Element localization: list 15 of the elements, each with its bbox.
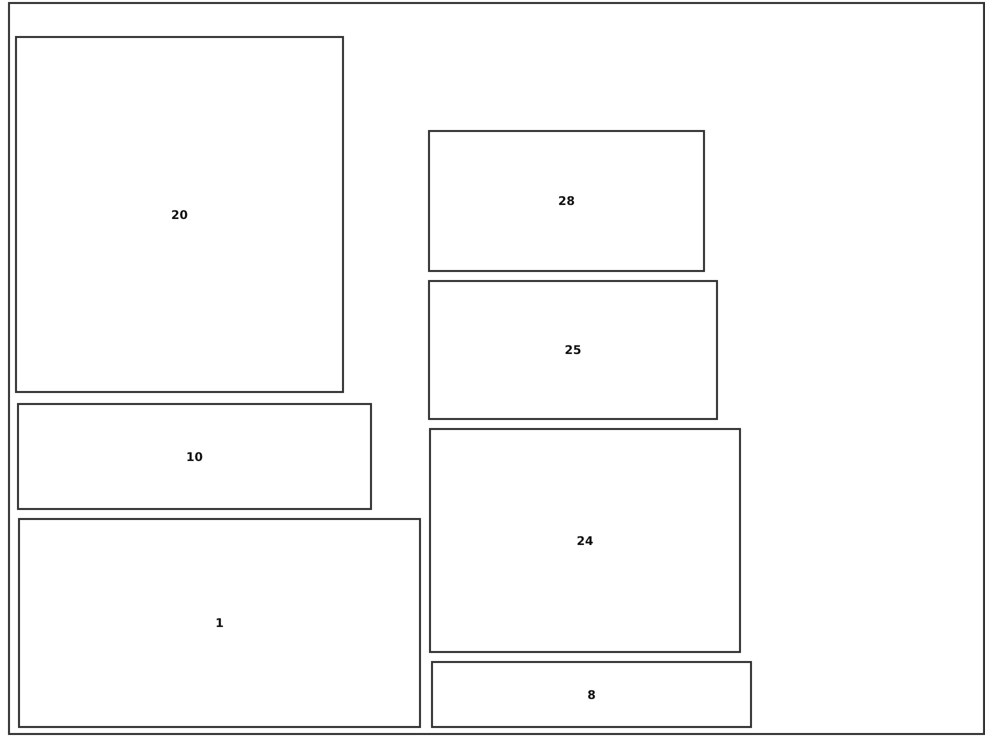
region-box — [428, 130, 705, 272]
region-number: 28 — [558, 194, 575, 208]
region-number: 10 — [186, 450, 203, 464]
region-box — [17, 403, 372, 510]
region-number: 8 — [587, 688, 596, 702]
region-box — [15, 36, 344, 393]
region-number: 20 — [171, 208, 188, 222]
region-number: 1 — [215, 616, 224, 630]
region-box — [428, 280, 718, 420]
region-box — [429, 428, 741, 653]
region-number: 24 — [576, 534, 594, 548]
region-box — [18, 518, 421, 728]
region-box — [431, 661, 752, 728]
region-number: 25 — [564, 343, 582, 357]
frame-border — [8, 2, 985, 735]
